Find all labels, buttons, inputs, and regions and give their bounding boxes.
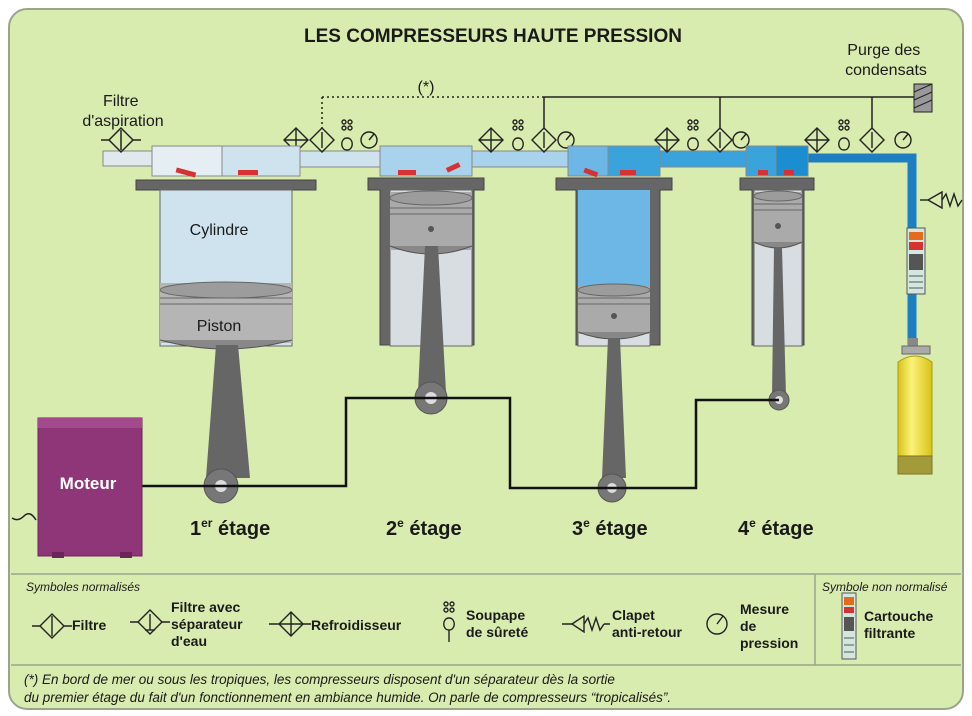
stage-labels: 1er étage 2e étage 3e étage 4e étage [190, 516, 814, 540]
legend-non-normalized-title: Symbole non normalisé [822, 580, 948, 594]
legend-cooler-icon [269, 611, 311, 637]
pipe-2-3 [469, 150, 573, 168]
intake-filter-icon [101, 126, 141, 154]
cylinder-label: Cylindre [190, 222, 249, 239]
motor-label: Moteur [60, 474, 117, 493]
footnote: (*) En bord de mer ou sous les tropiques… [24, 672, 671, 705]
legend-pressure-gauge-label: Mesure de pression [740, 601, 798, 651]
stage-2-label: 2e étage [386, 516, 462, 540]
crankshaft [142, 396, 779, 490]
legend-pressure-gauge-icon [706, 613, 728, 635]
purge-label: Purge des condensats [845, 42, 927, 79]
diagram-title: LES COMPRESSEURS HAUTE PRESSION [304, 26, 682, 47]
intake-pipe [102, 150, 161, 167]
legend-normalized-title: Symboles normalisés [26, 580, 140, 594]
purge-drain-icon [913, 83, 933, 113]
filter-intake-label: Filtre d'aspiration [82, 93, 163, 130]
piston-label: Piston [197, 318, 241, 335]
pipe-3-4 [657, 150, 749, 168]
legend-filter-water-separator-icon [130, 609, 170, 635]
stage-3-label: 3e étage [572, 516, 648, 540]
inline-symbols-4 [804, 119, 912, 153]
stage-4-label: 4e étage [738, 516, 814, 540]
inline-symbols-2 [478, 119, 575, 153]
legend-check-valve-icon [562, 614, 610, 634]
power-cable [11, 513, 37, 521]
legend-safety-valve-label: Soupape de sûreté [466, 607, 529, 640]
legend-cooler-label: Refroidisseur [311, 617, 402, 633]
purge-lines [321, 96, 922, 128]
stage-2-compressor [367, 145, 485, 415]
legend-cartridge-label: Cartouche filtrante [864, 608, 937, 641]
stage-4-compressor [739, 145, 815, 411]
legend-filter-cartridge-icon [841, 592, 857, 660]
tropical-marker: (*) [418, 79, 435, 96]
legend-filter-icon [32, 613, 72, 639]
stage-1-compressor [135, 145, 317, 504]
outlet-filter-cartridge-icon [906, 227, 926, 295]
legend-safety-valve-icon [443, 601, 455, 642]
inline-symbols-3 [654, 119, 750, 153]
legend-check-valve-label: Clapet anti-retour [612, 607, 683, 640]
legend-filter-water-separator-label: Filtre avec séparateur d'eau [171, 599, 246, 649]
stage-1-label: 1er étage [190, 516, 270, 540]
storage-bottle [897, 338, 933, 475]
pipe-1-2 [299, 150, 383, 168]
motor-block [37, 417, 143, 557]
outlet-check-valve-icon [920, 190, 963, 210]
legend-filter-label: Filtre [72, 617, 106, 633]
